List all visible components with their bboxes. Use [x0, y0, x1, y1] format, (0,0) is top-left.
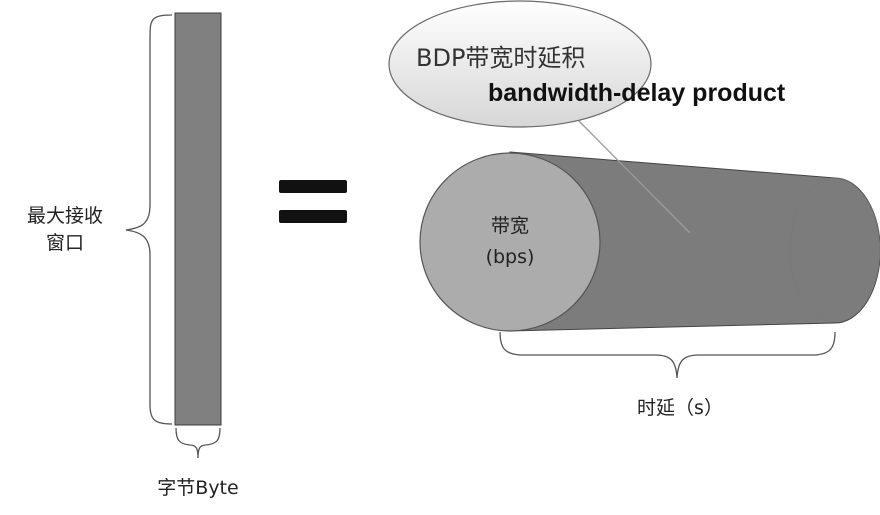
callout-pointer: [567, 109, 691, 234]
bandwidth-unit-label: (bps): [485, 246, 535, 268]
delay-brace: [499, 331, 836, 379]
bdp-callout-cn: BDP带宽时延积: [416, 44, 586, 72]
equals-sign-top: [279, 180, 347, 193]
byte-brace: [175, 427, 221, 459]
bdp-callout-bubble: [388, 0, 652, 128]
window-brace: [125, 14, 173, 425]
bandwidth-label: 带宽: [490, 215, 529, 237]
delay-label: 时延（s）: [637, 397, 723, 419]
receive-window-bar: [174, 12, 222, 426]
pipe-cylinder-face: [419, 152, 601, 332]
receive-window-label: 最大接收 窗口: [26, 205, 103, 254]
equals-sign-bottom: [279, 210, 347, 223]
pipe-cylinder-far-end: [789, 177, 880, 323]
byte-label: 字节Byte: [157, 477, 239, 499]
bdp-callout-en: bandwidth-delay product: [488, 79, 786, 107]
